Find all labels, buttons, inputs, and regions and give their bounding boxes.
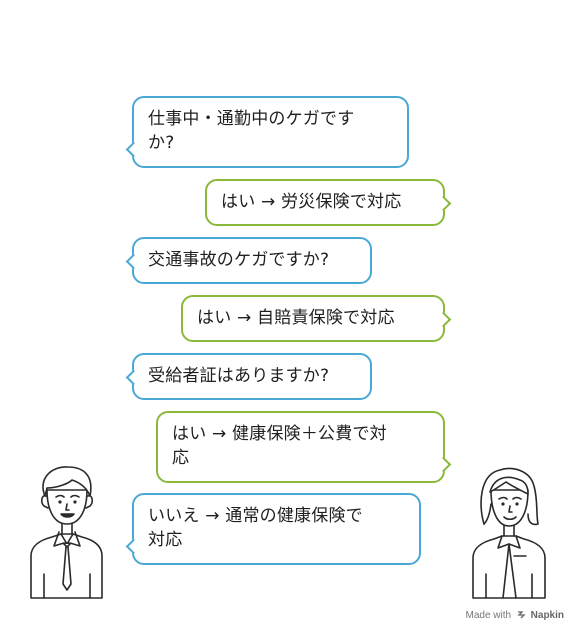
answer-2-text: はい → 自賠責保険で対応 [197, 308, 395, 328]
question-bubble-2: 交通事故のケガですか? [125, 237, 372, 284]
question-3-text: 受給者証はありますか? [148, 366, 330, 386]
answer-bubble-3: はい → 健康保険＋公費で対 応 [156, 411, 452, 483]
napkin-logo-icon [517, 611, 526, 619]
question-2-text: 交通事故のケガですか? [148, 250, 330, 270]
question-bubble-3: 受給者証はありますか? [125, 353, 372, 400]
answer-bubble-1: はい → 労災保険で対応 [205, 179, 452, 226]
footer-prefix: Made with [465, 610, 512, 621]
question-bubble-4: いいえ → 通常の健康保険で 対応 [125, 493, 421, 565]
footer-brand: Napkin [530, 610, 564, 621]
answer-bubble-2: はい → 自賠責保険で対応 [181, 295, 452, 342]
man-with-tie-icon [30, 466, 103, 599]
question-1-text: 仕事中・通勤中のケガです か? [148, 109, 355, 153]
woman-icon [472, 467, 546, 599]
answer-3-text: はい → 健康保険＋公費で対 応 [172, 424, 387, 468]
answer-1-text: はい → 労災保険で対応 [221, 192, 402, 212]
question-4-text: いいえ → 通常の健康保険で 対応 [148, 506, 363, 550]
made-with-napkin-footer: Made with Napkin [466, 610, 564, 621]
question-bubble-1: 仕事中・通勤中のケガです か? [125, 96, 409, 168]
